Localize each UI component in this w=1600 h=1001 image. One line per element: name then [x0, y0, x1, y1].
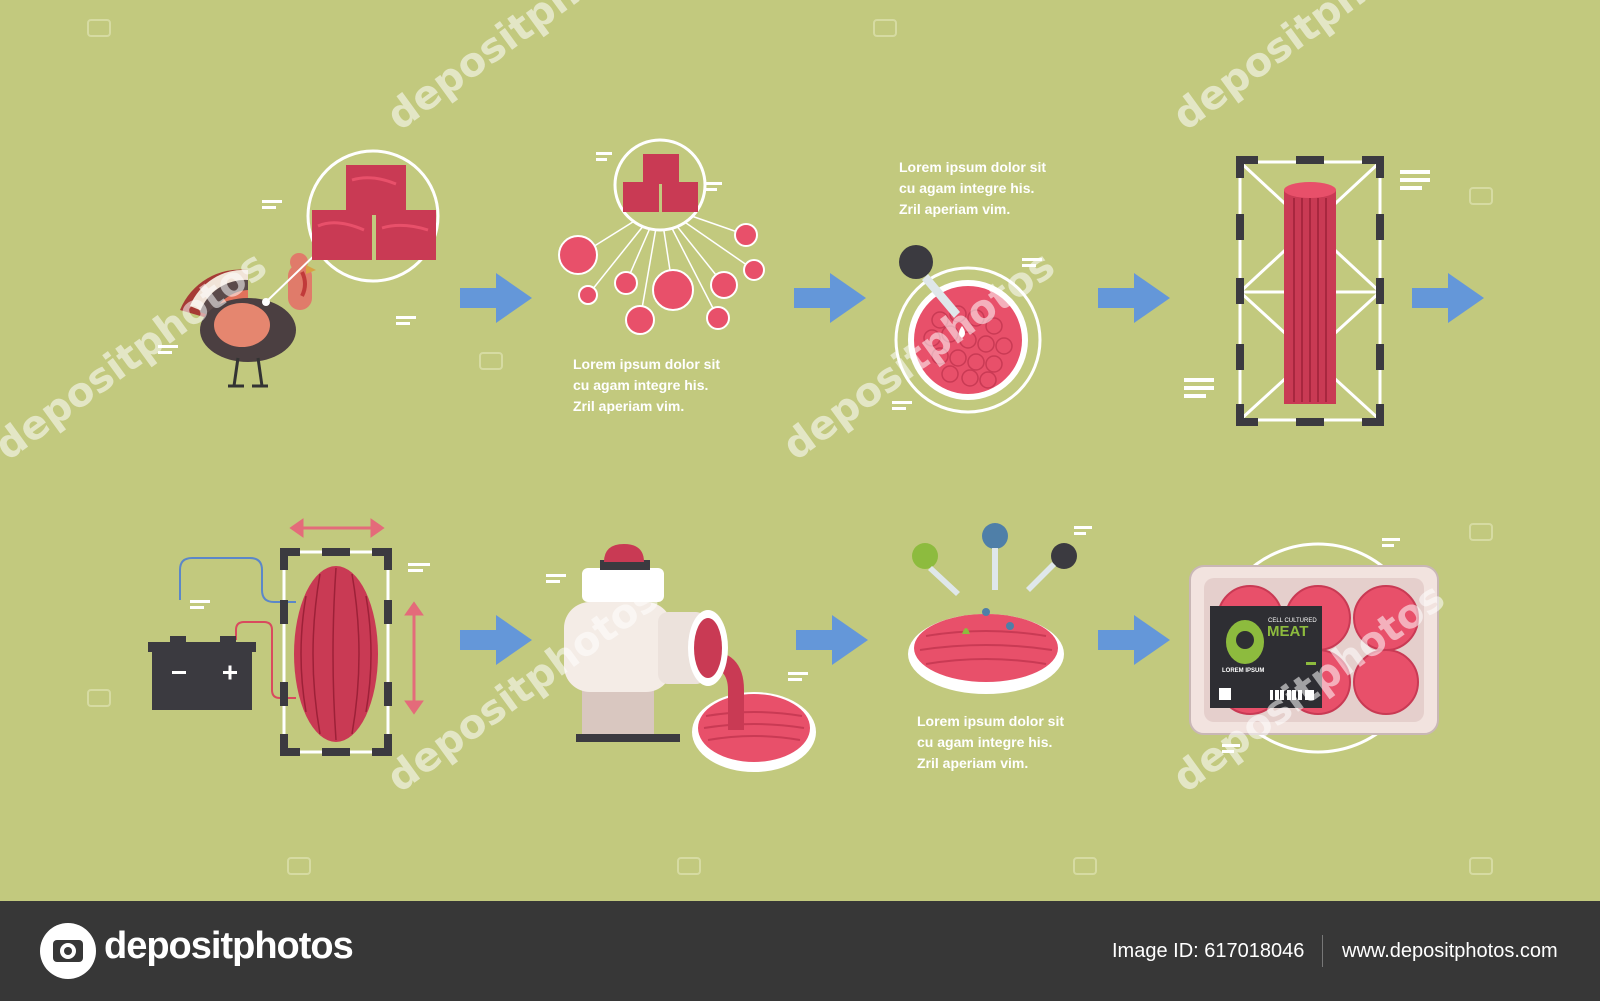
caption-line: cu agam integre his. — [917, 734, 1053, 750]
process-illustration: CELL CULTURED MEAT LOREM IPSUM — [0, 0, 1600, 901]
package-label-big-text: MEAT — [1267, 623, 1308, 640]
caption-line: Zril aperiam vim. — [573, 398, 685, 414]
step-2-caption: Lorem ipsum dolor sit cu agam integre hi… — [573, 354, 720, 417]
package-label-small-text: CELL CULTURED — [1268, 618, 1317, 624]
flow-arrow-5 — [460, 615, 532, 665]
caption-line: Lorem ipsum dolor sit — [899, 159, 1047, 175]
meat-grinder-icon — [546, 544, 816, 772]
petri-dish-dropper-icon — [892, 245, 1042, 414]
camera-logo-icon — [40, 923, 96, 979]
flow-arrow-3 — [1098, 273, 1170, 323]
electrical-stimulation-icon — [148, 518, 430, 756]
footer-logo-text: depositphotos — [104, 925, 354, 967]
scaffold-muscle-icon — [1184, 156, 1430, 426]
cell-extraction-icon — [558, 138, 765, 335]
caption-line: Zril aperiam vim. — [917, 755, 1029, 771]
image-id-text: Image ID: 617018046 — [1112, 940, 1305, 962]
step-7-caption: Lorem ipsum dolor sit cu agam integre hi… — [917, 711, 1064, 774]
flow-arrow-7 — [1098, 615, 1170, 665]
flow-arrow-6 — [796, 615, 868, 665]
seasoning-dish-icon — [908, 523, 1092, 694]
caption-line: Lorem ipsum dolor sit — [917, 713, 1065, 729]
footer-divider — [1322, 935, 1323, 967]
package-label-brand-text: LOREM IPSUM — [1222, 668, 1264, 674]
step-3-caption: Lorem ipsum dolor sit cu agam integre hi… — [899, 157, 1046, 220]
caption-line: Zril aperiam vim. — [899, 201, 1011, 217]
caption-line: Lorem ipsum dolor sit — [573, 356, 721, 372]
caption-line: cu agam integre his. — [899, 180, 1035, 196]
caption-line: cu agam integre his. — [573, 377, 709, 393]
flow-arrow-1 — [460, 273, 532, 323]
footer-url-link[interactable]: www.depositphotos.com — [1342, 940, 1558, 962]
flow-arrow-4 — [1412, 273, 1484, 323]
footer-bar: depositphotos Image ID: 617018046 www.de… — [0, 901, 1600, 1001]
packaged-patties-icon: CELL CULTURED MEAT LOREM IPSUM — [1189, 538, 1439, 754]
flow-arrow-2 — [794, 273, 866, 323]
turkey-with-meat-cubes-icon — [158, 149, 440, 388]
